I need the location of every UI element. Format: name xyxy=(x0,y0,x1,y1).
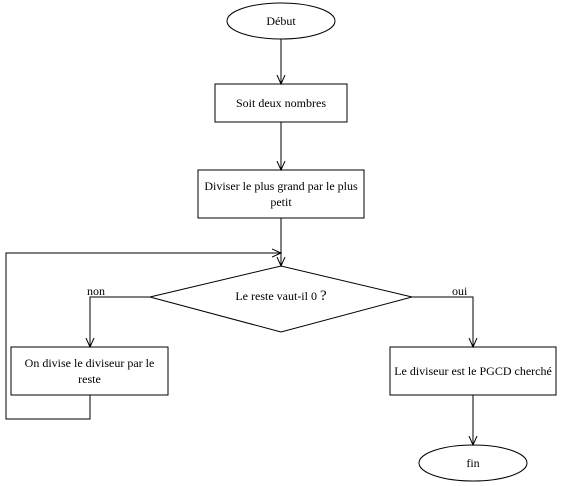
decision-question-mark: ? xyxy=(319,288,327,304)
decision-question-text: Le reste vaut-il 0 xyxy=(235,289,317,303)
edge-decision-yes xyxy=(412,296,473,347)
two-numbers-label: Soit deux nombres xyxy=(236,96,326,110)
result-label: Le diviseur est le PGCD cherché xyxy=(394,364,552,378)
divide-label: Diviser le plus grand par le plus petit xyxy=(204,179,358,209)
end-label: fin xyxy=(466,456,480,470)
edge-label-no: non xyxy=(87,284,105,298)
decision-label: Le reste vaut-il 0 ? xyxy=(190,282,372,310)
start-label: Début xyxy=(266,14,296,28)
edge-loop-back xyxy=(5,253,281,420)
divide-divisor-label: On divise le diviseur par le reste xyxy=(24,356,155,386)
edge-label-yes: oui xyxy=(452,284,468,298)
edge-decision-no xyxy=(90,296,150,347)
two-numbers-box xyxy=(214,83,348,123)
